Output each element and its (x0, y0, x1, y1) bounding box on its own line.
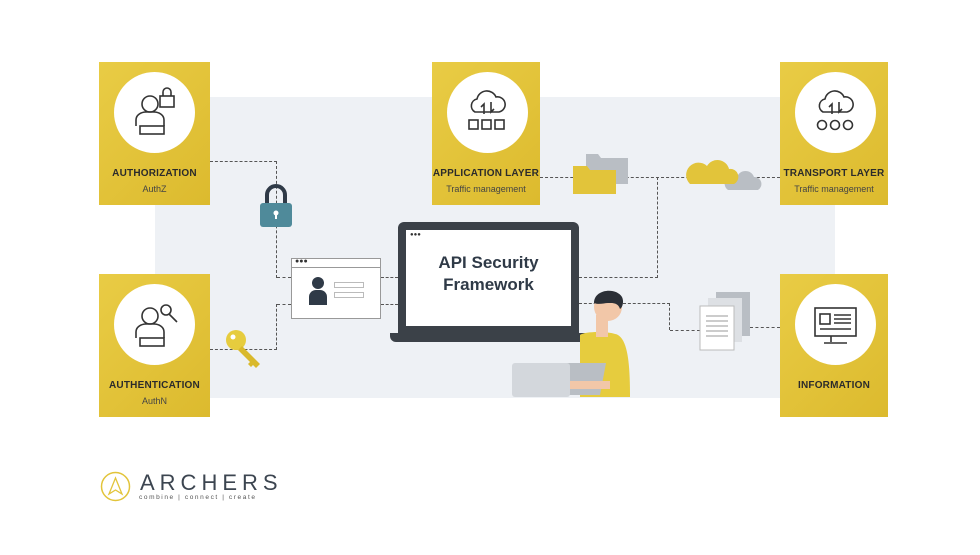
authorization-title: AUTHORIZATION (112, 168, 197, 179)
screen-dots-icon: ●●● (410, 232, 421, 238)
password-field (334, 292, 364, 298)
connector-laptop-transport (579, 177, 658, 278)
padlock-icon (260, 184, 292, 227)
user-key-icon (114, 284, 195, 365)
connector-app-transport (540, 177, 780, 178)
connector-window-laptop-1 (381, 277, 398, 278)
title-line-1: API Security (438, 253, 539, 272)
logo-tagline: combine | connect | create (139, 494, 257, 501)
connector-docs-info (750, 327, 780, 328)
user-avatar-icon (309, 277, 327, 305)
information-title: INFORMATION (797, 380, 870, 391)
application-layer-box: APPLICATION LAYER Traffic management (432, 62, 540, 205)
authentication-title: AUTHENTICATION (109, 380, 200, 391)
laptop-base (390, 333, 588, 342)
authorization-box: AUTHORIZATION AuthZ (99, 62, 210, 205)
laptop-screen: ●●● (406, 230, 571, 326)
documents-icon (699, 292, 750, 351)
authentication-subtitle: AuthN (141, 396, 167, 406)
username-field (334, 282, 364, 288)
transport-layer-title: TRANSPORT LAYER (783, 168, 885, 179)
logo-name: ARCHERS (140, 470, 283, 495)
login-window: ●●● (291, 258, 381, 319)
connector-window-laptop-2 (381, 304, 398, 305)
connector-authz-window (277, 277, 291, 278)
application-layer-title: APPLICATION LAYER (432, 168, 540, 179)
information-box: INFORMATION (780, 274, 888, 417)
folder-icon (573, 154, 628, 194)
key-icon (226, 330, 260, 368)
authentication-box: AUTHENTICATION AuthN (99, 274, 210, 417)
title-line-2: Framework (443, 275, 534, 294)
monitor-icon (795, 284, 876, 365)
connector-laptop-info (579, 303, 670, 330)
connector-info-docs (670, 330, 700, 331)
cloud-icon (686, 160, 762, 190)
window-dots-icon: ●●● (292, 258, 380, 268)
person-with-laptop-illustration (512, 290, 630, 397)
archers-logo-icon (100, 471, 131, 502)
cloud-apps-icon (447, 72, 528, 153)
cloud-network-icon (795, 72, 876, 153)
transport-layer-box: TRANSPORT LAYER Traffic management (780, 62, 888, 205)
transport-layer-subtitle: Traffic management (794, 184, 874, 194)
authorization-subtitle: AuthZ (142, 184, 167, 194)
connector-authn-window (277, 304, 291, 305)
user-lock-icon (114, 72, 195, 153)
application-layer-subtitle: Traffic management (446, 184, 526, 194)
